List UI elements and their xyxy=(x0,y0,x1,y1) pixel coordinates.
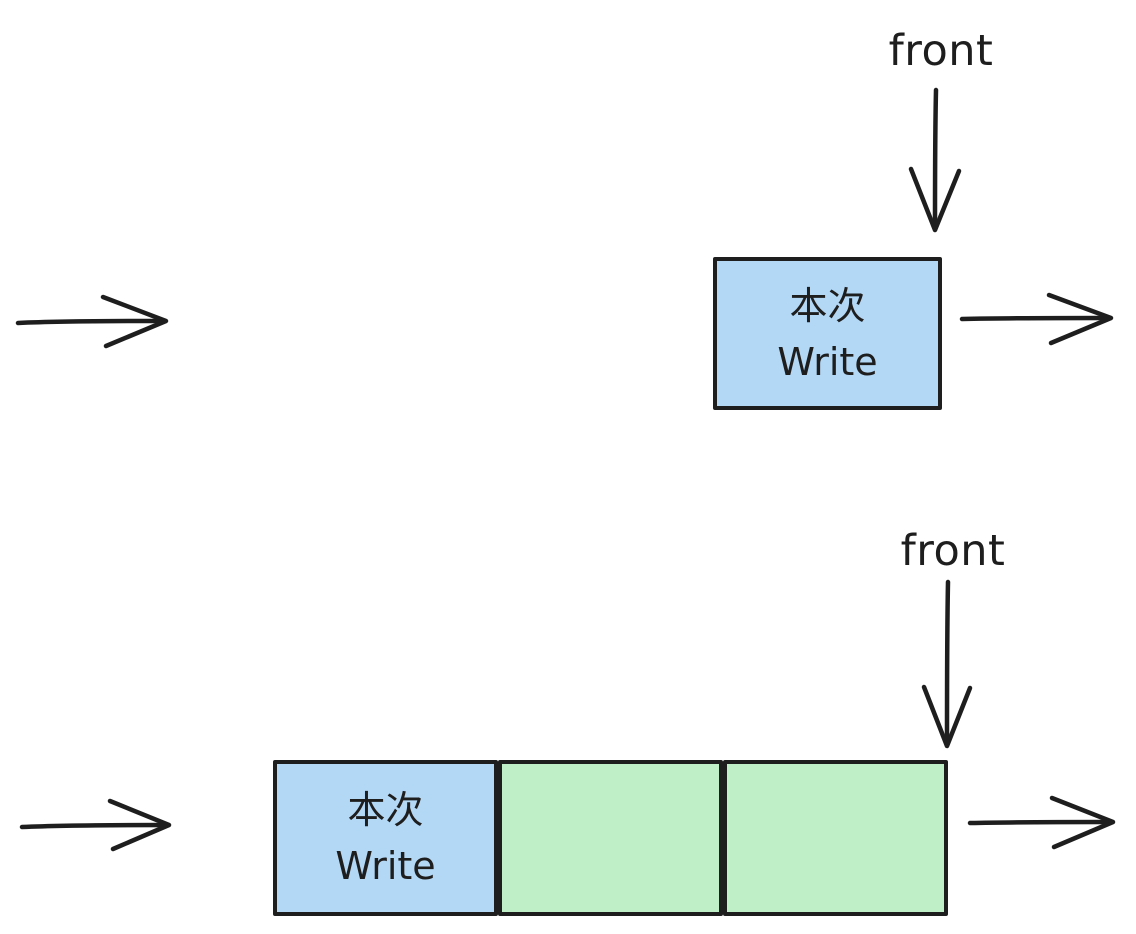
write-cell-line2: Write xyxy=(777,339,878,384)
front-pointer-label: front xyxy=(900,526,1006,576)
arrow-right-icon xyxy=(967,795,1116,850)
arrow-down-icon xyxy=(908,87,962,233)
empty-cell xyxy=(723,760,948,916)
write-cell-line2: Write xyxy=(335,844,436,888)
write-cell-line1: 本次 xyxy=(789,283,866,328)
write-cell-line1: 本次 xyxy=(347,788,424,832)
write-cell: 本次 Write xyxy=(713,257,942,410)
arrow-right-icon xyxy=(959,292,1114,346)
arrow-right-icon xyxy=(19,798,172,852)
arrow-right-icon xyxy=(15,294,169,349)
empty-cell xyxy=(498,760,723,916)
arrow-down-icon xyxy=(921,579,973,749)
write-cell: 本次 Write xyxy=(273,760,498,916)
front-pointer-label: front xyxy=(888,26,994,76)
